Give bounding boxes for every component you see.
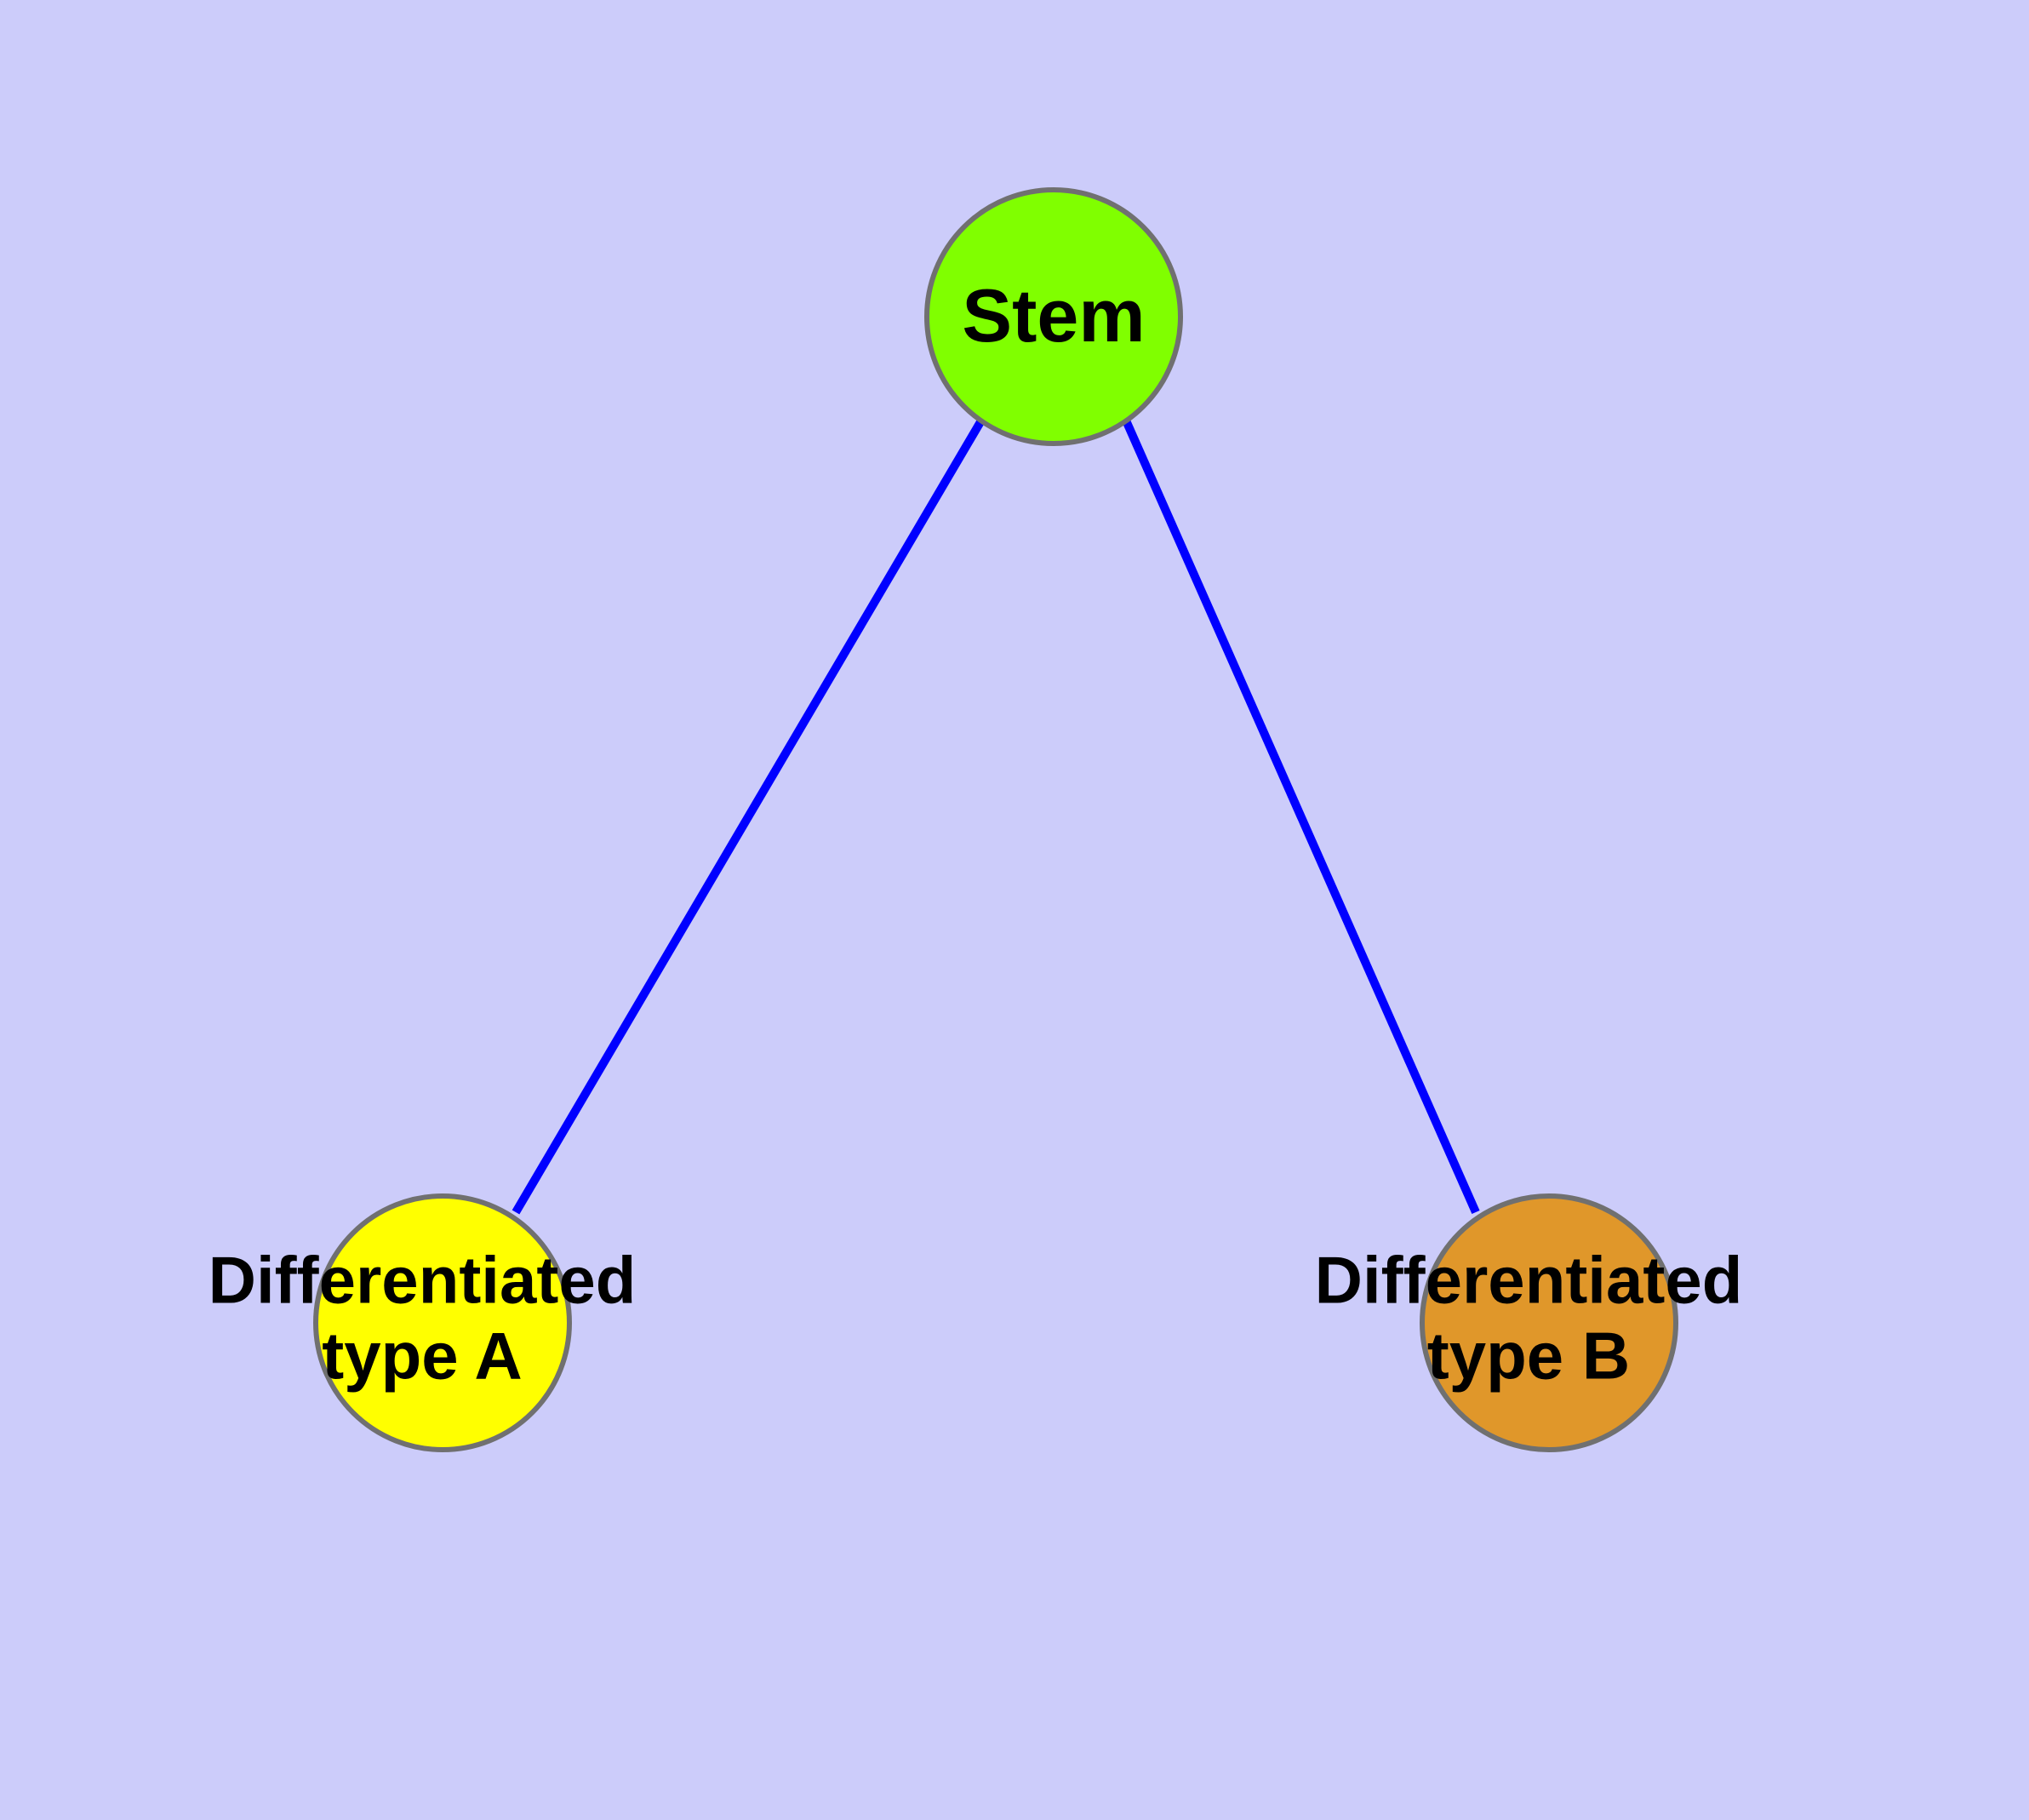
node-label-line: Stem xyxy=(962,273,1145,358)
node-label-stem: Stem xyxy=(962,273,1145,358)
node-label-line: Differentiated xyxy=(209,1242,637,1317)
edge-stem-to-diff-a[interactable] xyxy=(512,418,986,1215)
edges-layer xyxy=(512,418,1480,1215)
node-diff_b[interactable] xyxy=(1420,1193,1678,1452)
node-label-line: type A xyxy=(322,1318,523,1393)
nodes-layer xyxy=(313,187,1678,1452)
edge-stem-to-diff-b[interactable] xyxy=(1122,418,1480,1215)
node-diff_a[interactable] xyxy=(313,1193,572,1452)
node-label-line: type B xyxy=(1427,1318,1630,1393)
node-stem[interactable] xyxy=(924,187,1183,446)
node-label-line: Differentiated xyxy=(1315,1242,1743,1317)
